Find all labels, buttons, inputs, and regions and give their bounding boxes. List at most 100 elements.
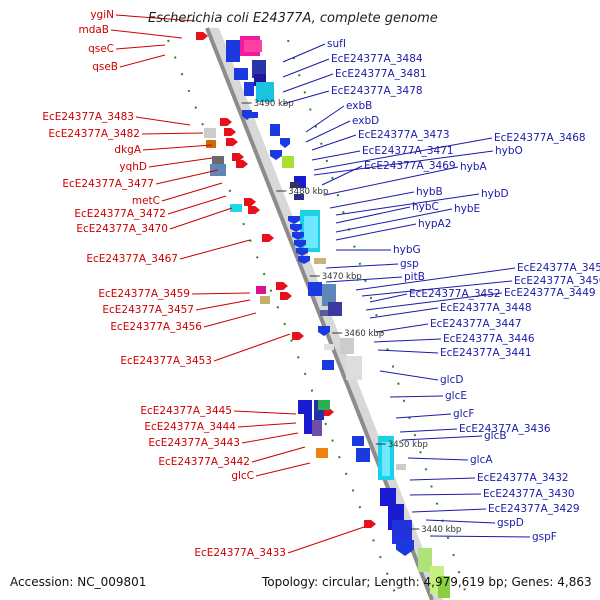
right-gene-label[interactable]: sufI — [327, 38, 346, 50]
gene-arrow[interactable] — [242, 110, 252, 120]
right-gene-label[interactable]: EcE24377A_3452 — [409, 288, 501, 300]
right-gene-label[interactable]: hybD — [481, 188, 509, 200]
right-gene-label[interactable]: EcE24377A_3441 — [440, 347, 532, 359]
gene-block[interactable] — [314, 258, 326, 264]
right-gene-label[interactable]: EcE24377A_3451 — [517, 262, 600, 274]
gene-block[interactable] — [356, 448, 370, 462]
gene-arrow[interactable] — [196, 32, 208, 40]
left-gene-label[interactable]: EcE24377A_3445 — [140, 405, 232, 417]
left-gene-label[interactable]: EcE24377A_3453 — [120, 355, 212, 367]
left-gene-label[interactable]: EcE24377A_3477 — [62, 178, 154, 190]
gene-arrow[interactable] — [280, 138, 290, 148]
right-gene-label[interactable]: EcE24377A_3448 — [440, 302, 532, 314]
gene-block[interactable] — [308, 282, 322, 296]
left-gene-label[interactable]: EcE24377A_3442 — [158, 456, 250, 468]
gene-block[interactable] — [244, 82, 254, 96]
right-gene-label[interactable]: glcB — [484, 430, 507, 442]
right-gene-label[interactable]: glcF — [453, 408, 474, 420]
left-gene-label[interactable]: EcE24377A_3467 — [86, 253, 178, 265]
right-gene-label[interactable]: EcE24377A_3481 — [335, 68, 427, 80]
right-gene-label[interactable]: EcE24377A_3449 — [504, 287, 596, 299]
left-gene-label[interactable]: EcE24377A_3482 — [48, 128, 140, 140]
left-gene-label[interactable]: metC — [132, 195, 160, 207]
gene-arrow[interactable] — [396, 540, 414, 556]
gene-block[interactable] — [418, 548, 432, 572]
gene-block[interactable] — [282, 156, 294, 168]
left-gene-label[interactable]: EcE24377A_3443 — [148, 437, 240, 449]
gene-arrow[interactable] — [226, 138, 238, 146]
right-gene-label[interactable]: EcE24377A_3469 — [364, 160, 456, 172]
gene-block[interactable] — [270, 124, 280, 136]
gene-arrow[interactable] — [276, 282, 288, 290]
gene-block[interactable] — [320, 310, 328, 316]
gene-block[interactable] — [322, 284, 336, 306]
gene-arrow[interactable] — [270, 150, 282, 160]
gene-arrow[interactable] — [298, 256, 310, 264]
gene-block[interactable] — [290, 182, 300, 188]
left-gene-label[interactable]: EcE24377A_3456 — [110, 321, 202, 333]
gene-arrow[interactable] — [294, 240, 306, 248]
gene-block[interactable] — [230, 204, 242, 212]
left-gene-label[interactable]: mdaB — [78, 24, 109, 36]
right-gene-label[interactable]: glcE — [445, 390, 467, 402]
gene-block[interactable] — [298, 400, 312, 414]
gene-block[interactable] — [324, 344, 334, 350]
right-gene-label[interactable]: hybE — [454, 203, 480, 215]
right-gene-label[interactable]: gspD — [497, 517, 524, 529]
left-gene-label[interactable]: glcC — [231, 470, 254, 482]
gene-block[interactable] — [346, 356, 362, 380]
left-gene-label[interactable]: EcE24377A_3483 — [42, 111, 134, 123]
gene-block[interactable] — [322, 360, 334, 370]
gene-arrow[interactable] — [232, 153, 244, 161]
gene-block[interactable] — [252, 60, 266, 78]
gene-arrow[interactable] — [248, 206, 260, 214]
right-gene-label[interactable]: EcE24377A_3471 — [362, 145, 454, 157]
right-gene-label[interactable]: hybA — [460, 161, 488, 173]
left-gene-label[interactable]: yqhD — [119, 161, 147, 173]
left-gene-label[interactable]: EcE24377A_3433 — [194, 547, 286, 559]
right-gene-label[interactable]: glcD — [440, 374, 463, 386]
gene-arrow[interactable] — [292, 332, 304, 340]
right-gene-label[interactable]: EcE24377A_3436 — [459, 423, 551, 435]
gene-block[interactable] — [304, 216, 318, 248]
gene-block[interactable] — [340, 338, 354, 354]
right-gene-label[interactable]: EcE24377A_3430 — [483, 488, 575, 500]
gene-arrow[interactable] — [292, 232, 304, 240]
gene-block[interactable] — [234, 68, 248, 80]
gene-block[interactable] — [206, 140, 216, 148]
gene-arrow[interactable] — [236, 160, 248, 168]
right-gene-label[interactable]: EcE24377A_3478 — [331, 85, 423, 97]
right-gene-label[interactable]: hypA2 — [418, 218, 451, 230]
right-gene-label[interactable]: hybC — [412, 201, 439, 213]
left-gene-label[interactable]: dkgA — [114, 144, 141, 156]
right-gene-label[interactable]: EcE24377A_3484 — [331, 53, 423, 65]
gene-block[interactable] — [438, 576, 450, 598]
left-gene-label[interactable]: ygiN — [90, 9, 114, 21]
gene-block[interactable] — [396, 464, 406, 470]
gene-block[interactable] — [250, 112, 258, 118]
gene-arrow[interactable] — [318, 326, 330, 336]
gene-arrow[interactable] — [244, 198, 256, 206]
gene-block[interactable] — [392, 520, 412, 544]
right-gene-label[interactable]: EcE24377A_3446 — [443, 333, 535, 345]
right-gene-label[interactable]: hybO — [495, 145, 523, 157]
gene-arrow[interactable] — [364, 520, 376, 528]
gene-block[interactable] — [256, 286, 266, 294]
left-gene-label[interactable]: EcE24377A_3472 — [74, 208, 166, 220]
gene-block[interactable] — [328, 302, 342, 316]
left-gene-label[interactable]: EcE24377A_3457 — [102, 304, 194, 316]
left-gene-label[interactable]: qseB — [92, 61, 118, 73]
gene-block[interactable] — [226, 40, 240, 62]
gene-block[interactable] — [294, 194, 304, 200]
gene-arrow[interactable] — [220, 118, 232, 126]
right-gene-label[interactable]: gspF — [532, 531, 557, 543]
right-gene-label[interactable]: EcE24377A_3468 — [494, 132, 586, 144]
gene-block[interactable] — [316, 448, 328, 458]
gene-arrow[interactable] — [296, 248, 308, 256]
gene-block[interactable] — [244, 40, 262, 52]
left-gene-label[interactable]: qseC — [88, 43, 114, 55]
gene-block[interactable] — [312, 420, 322, 436]
right-gene-label[interactable]: EcE24377A_3432 — [477, 472, 569, 484]
gene-arrow[interactable] — [262, 234, 274, 242]
right-gene-label[interactable]: EcE24377A_3429 — [488, 503, 580, 515]
